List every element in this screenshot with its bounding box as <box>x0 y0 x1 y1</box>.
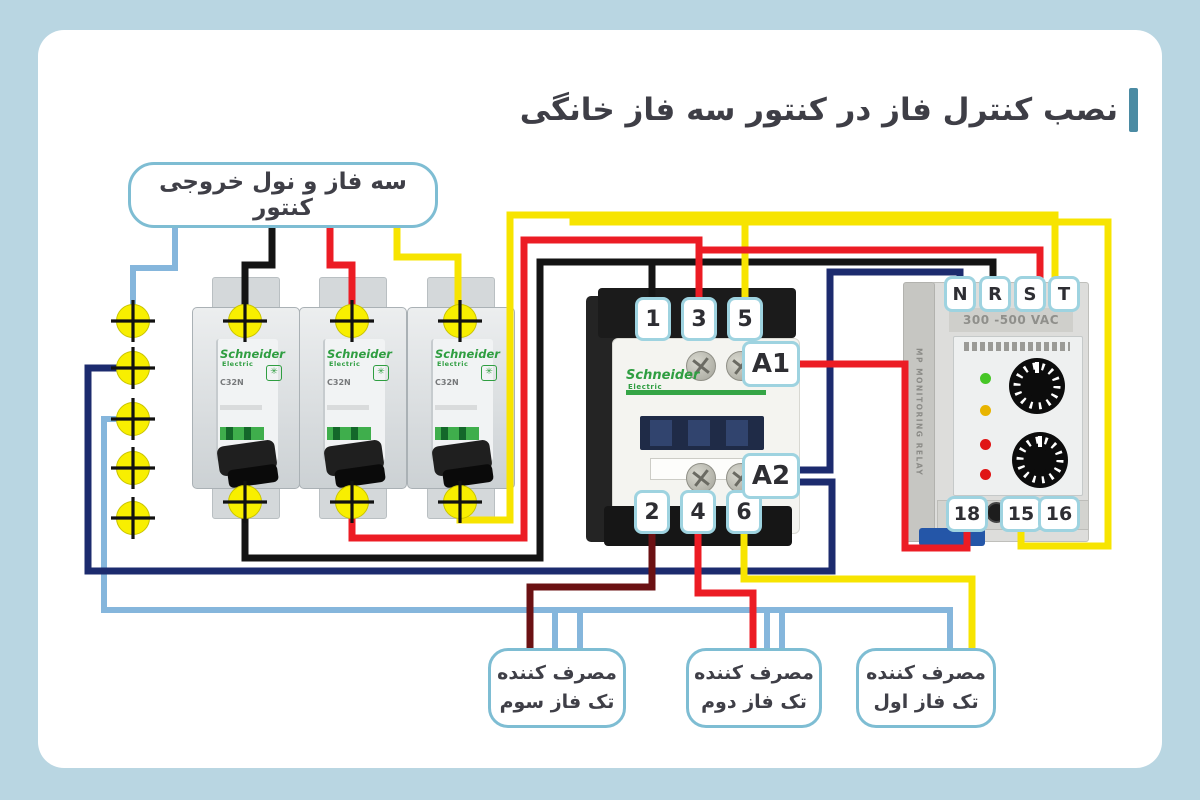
relay-print-line <box>964 342 1070 351</box>
phase-monitoring-relay: MP MONITORING RELAY 300 -500 VAC <box>903 282 1089 546</box>
consumer-line1: مصرف کننده <box>497 662 617 684</box>
breaker-brand: Schneider <box>220 347 285 361</box>
screw-icon <box>726 351 756 381</box>
consumer-line2: تک فاز دوم <box>701 691 807 713</box>
consumer-box-first: مصرف کننده تک فاز اول <box>856 648 996 728</box>
breaker-model: C32N <box>220 378 244 387</box>
consumer-line1: مصرف کننده <box>694 662 814 684</box>
relay-dial-lower <box>1012 432 1068 488</box>
circuit-breaker-2: Schneider Electric ✳ C32N <box>299 277 407 519</box>
contactor-coil-window <box>640 416 764 450</box>
contactor-bottom-terminal-housing <box>604 506 792 546</box>
relay-din-clip <box>919 528 985 546</box>
schneider-logo-icon: ✳ <box>373 365 389 381</box>
relay-led-yellow <box>980 405 991 416</box>
source-label-box: سه فاز و نول خروجی کنتور <box>128 162 438 228</box>
breaker-print-line <box>435 405 477 410</box>
breaker-print-line <box>327 405 369 410</box>
title-block: نصب کنترل فاز در کنتور سه فاز خانگی <box>520 88 1138 132</box>
breaker-brand: Schneider <box>327 347 392 361</box>
screw-icon <box>726 463 756 493</box>
schneider-logo-icon: ✳ <box>481 365 497 381</box>
breaker-brand-sub: Electric <box>222 360 254 368</box>
relay-side-label: MP MONITORING RELAY <box>903 282 935 542</box>
breaker-status-window <box>327 427 371 440</box>
contactor-brand: Schneider <box>626 368 700 383</box>
contactor-top-terminal-housing <box>598 288 796 338</box>
relay-led-red-2 <box>980 469 991 480</box>
consumer-line2: تک فاز اول <box>873 691 979 713</box>
breaker-model: C32N <box>327 378 351 387</box>
page-title: نصب کنترل فاز در کنتور سه فاز خانگی <box>519 92 1118 128</box>
consumer-line1: مصرف کننده <box>866 662 986 684</box>
circuit-breaker-3: Schneider Electric ✳ C32N <box>407 277 515 519</box>
breaker-print-line <box>220 405 262 410</box>
circuit-breaker-1: Schneider Electric ✳ C32N <box>192 277 300 519</box>
screw-icon <box>686 463 716 493</box>
relay-voltage-rating: 300 -500 VAC <box>949 308 1073 332</box>
title-accent-bar <box>1129 88 1138 132</box>
source-label: سه فاز و نول خروجی کنتور <box>159 169 407 221</box>
relay-dial-upper <box>1009 358 1065 414</box>
breaker-model: C32N <box>435 378 459 387</box>
screw-icon <box>986 502 1007 523</box>
breaker-brand-sub: Electric <box>437 360 469 368</box>
relay-led-red-1 <box>980 439 991 450</box>
breaker-status-window <box>435 427 479 440</box>
contactor: Schneider Electric <box>586 288 800 546</box>
screw-icon <box>1006 502 1027 523</box>
schneider-logo-icon: ✳ <box>266 365 282 381</box>
relay-side-text: MP MONITORING RELAY <box>914 347 924 477</box>
consumer-box-third: مصرف کننده تک فاز سوم <box>488 648 626 728</box>
relay-led-green <box>980 373 991 384</box>
breaker-brand: Schneider <box>435 347 500 361</box>
consumer-line2: تک فاز سوم <box>499 691 615 713</box>
contactor-green-stripe <box>626 390 766 395</box>
consumer-box-second: مصرف کننده تک فاز دوم <box>686 648 822 728</box>
breaker-status-window <box>220 427 264 440</box>
relay-face <box>953 336 1083 496</box>
breaker-brand-sub: Electric <box>329 360 361 368</box>
